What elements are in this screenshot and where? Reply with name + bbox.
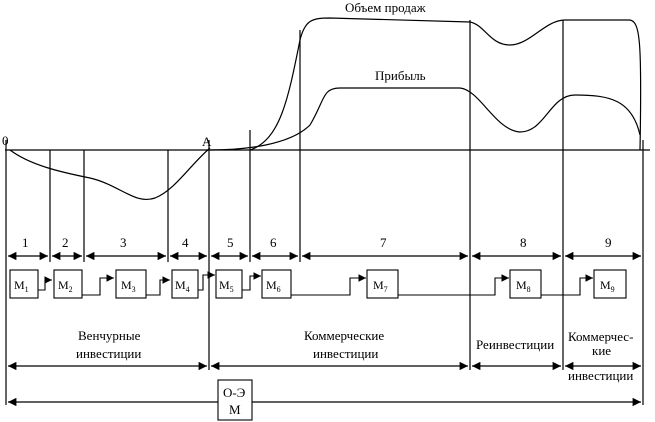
module-label: M6 bbox=[266, 278, 281, 294]
stage-numbers: 1 2 3 4 5 6 7 8 9 bbox=[22, 235, 612, 250]
module-m9: M9 bbox=[593, 269, 627, 299]
profit-curve bbox=[209, 87, 641, 151]
module-m1: M1 bbox=[9, 269, 39, 299]
phase-commercial-line2: инвестиции bbox=[313, 346, 378, 361]
module-m6: M6 bbox=[261, 269, 292, 299]
origin-label: 0 bbox=[2, 133, 9, 148]
module-label: M9 bbox=[600, 278, 615, 294]
stage-number: 5 bbox=[227, 235, 234, 250]
module-m5: M5 bbox=[215, 269, 243, 299]
module-m4: M4 bbox=[171, 269, 199, 299]
module-box bbox=[215, 269, 243, 299]
sales-curve-label: Объем продаж bbox=[345, 0, 427, 15]
phase-commercial-line1: Коммерческие bbox=[304, 328, 384, 343]
oem-box-frame bbox=[217, 379, 253, 421]
module-box bbox=[593, 269, 627, 299]
module-label: M3 bbox=[121, 278, 136, 294]
module-label: M1 bbox=[14, 278, 29, 294]
phase-commercial2-line1: Коммерчес- bbox=[568, 329, 633, 344]
stage-number: 3 bbox=[120, 235, 127, 250]
module-m3: M3 bbox=[115, 269, 147, 299]
module-m8: M8 bbox=[509, 269, 542, 299]
stage-number: 7 bbox=[380, 235, 387, 250]
oem-box-line2: М bbox=[229, 402, 241, 417]
oem-box: О-Э М bbox=[217, 379, 253, 421]
module-label: M4 bbox=[175, 278, 190, 294]
module-m2: M2 bbox=[53, 269, 83, 299]
stage-number: 6 bbox=[270, 235, 277, 250]
stage-number: 4 bbox=[182, 235, 189, 250]
module-box bbox=[366, 269, 399, 299]
venture-cost-curve bbox=[9, 147, 211, 200]
module-label: M2 bbox=[58, 278, 73, 294]
stage-number: 8 bbox=[520, 235, 527, 250]
phase-commercial2-line2: кие bbox=[592, 343, 611, 358]
module-box bbox=[115, 269, 147, 299]
oem-box-line1: О-Э bbox=[223, 385, 246, 400]
stage-number: 1 bbox=[22, 235, 29, 250]
stage-boundaries bbox=[5, 20, 644, 405]
module-connectors bbox=[38, 271, 593, 296]
module-box bbox=[509, 269, 542, 299]
stage-number: 9 bbox=[605, 235, 612, 250]
module-label: M7 bbox=[373, 278, 388, 294]
module-label: M8 bbox=[516, 278, 531, 294]
phase-venture-line2: инвестиции bbox=[76, 346, 141, 361]
phase-venture-line1: Венчурные bbox=[78, 328, 141, 343]
sales-curve bbox=[249, 17, 642, 151]
point-a-label: A bbox=[202, 134, 212, 149]
module-box bbox=[171, 269, 199, 299]
module-box bbox=[9, 269, 39, 299]
module-label: M5 bbox=[219, 278, 234, 294]
module-m7: M7 bbox=[366, 269, 399, 299]
stage-number: 2 bbox=[62, 235, 69, 250]
phase-commercial2-line3: инвестиции bbox=[568, 368, 633, 383]
module-box bbox=[261, 269, 292, 299]
phase-reinvest-line1: Реинвестиции bbox=[476, 337, 554, 352]
profit-curve-label: Прибыль bbox=[375, 68, 426, 83]
module-box bbox=[53, 269, 83, 299]
